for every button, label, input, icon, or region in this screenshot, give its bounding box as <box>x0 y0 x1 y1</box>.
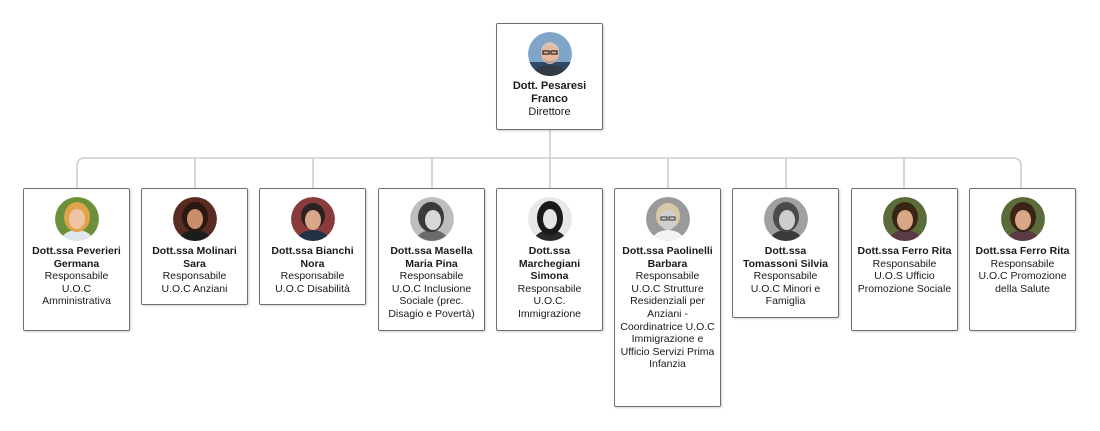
person-photo <box>54 197 99 241</box>
person-name: Dott.ssa Masella Maria Pina <box>390 245 473 270</box>
person-name: Dott.ssa Paolinelli Barbara <box>622 245 713 270</box>
person-name: Dott.ssa Molinari Sara <box>152 245 237 270</box>
org-node-bianchi: Dott.ssa Bianchi Nora Responsabile U.O.C… <box>259 188 366 305</box>
org-node-masella: Dott.ssa Masella Maria Pina Responsabile… <box>378 188 485 331</box>
person-photo <box>1000 197 1045 241</box>
person-role: Responsabile U.O.C Minori e Famiglia <box>750 270 821 308</box>
org-node-tomassoni: Dott.ssa Tomassoni Silvia Responsabile U… <box>732 188 839 318</box>
person-photo <box>645 197 690 241</box>
person-role: Responsabile U.O.C Amministrativa <box>42 270 111 308</box>
director-photo <box>527 32 572 76</box>
director-name: Dott. Pesaresi Franco <box>512 80 587 105</box>
person-photo <box>882 197 927 241</box>
person-name: Dott.ssa Peverieri Germana <box>32 245 121 270</box>
org-node-ferro-2: Dott.ssa Ferro Rita Responsabile U.O.C P… <box>969 188 1076 331</box>
org-node-ferro-1: Dott.ssa Ferro Rita Responsabile U.O.S U… <box>851 188 958 331</box>
person-name: Dott.ssa Ferro Rita <box>857 245 952 257</box>
person-photo <box>172 197 217 241</box>
org-node-molinari: Dott.ssa Molinari Sara Responsabile U.O.… <box>141 188 248 305</box>
person-name: Dott.ssa Bianchi Nora <box>271 245 354 270</box>
person-photo <box>527 197 572 241</box>
person-role: Responsabile U.O.C Promozione della Salu… <box>978 257 1067 295</box>
org-node-marchegiani: Dott.ssa Marchegiani Simona Responsabile… <box>496 188 603 331</box>
person-photo <box>763 197 808 241</box>
director-role: Direttore <box>528 105 571 118</box>
person-name: Dott.ssa Tomassoni Silvia <box>743 245 828 270</box>
person-role: Responsabile U.O.C Disabilità <box>275 270 350 295</box>
org-node-peverieri: Dott.ssa Peverieri Germana Responsabile … <box>23 188 130 331</box>
person-role: Responsabile U.O.C Strutture Residenzial… <box>620 270 715 371</box>
person-photo <box>409 197 454 241</box>
person-photo <box>290 197 335 241</box>
org-node-director: Dott. Pesaresi Franco Direttore <box>496 23 603 130</box>
org-node-paolinelli: Dott.ssa Paolinelli Barbara Responsabile… <box>614 188 721 407</box>
person-role: Responsabile U.O.C Anziani <box>161 270 228 295</box>
person-name: Dott.ssa Ferro Rita <box>975 245 1070 257</box>
person-name: Dott.ssa Marchegiani Simona <box>518 245 581 283</box>
person-role: Responsabile U.O.C Inclusione Sociale (p… <box>388 270 475 320</box>
person-role: Responsabile U.O.C. Immigrazione <box>517 282 582 320</box>
person-role: Responsabile U.O.S Ufficio Promozione So… <box>857 257 952 295</box>
